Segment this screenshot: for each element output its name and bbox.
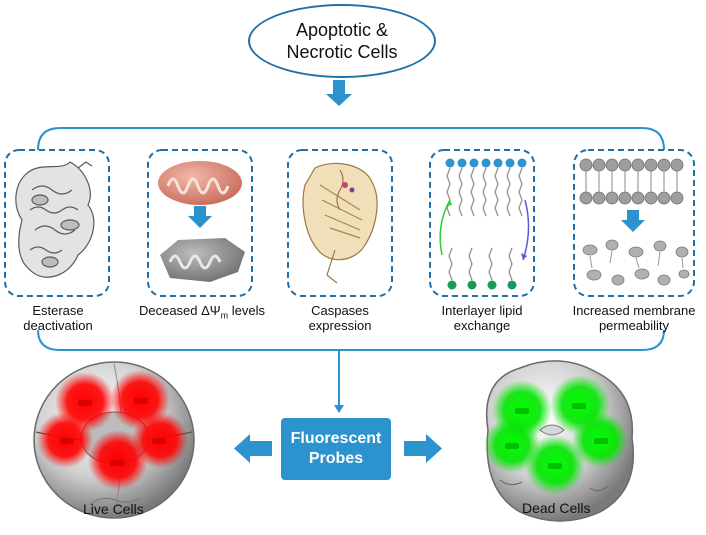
dead-cells-label: Dead Cells <box>522 500 591 516</box>
live-cell-graphic <box>33 361 195 519</box>
top-connector-line <box>37 127 665 151</box>
mechanism-label-membrane: Increased membrane permeability <box>572 303 696 333</box>
panel-esterase <box>4 149 110 297</box>
live-cells-label: Live Cells <box>83 501 144 517</box>
membrane-disruption-icon <box>579 158 690 286</box>
panel-mitochondria <box>147 149 253 297</box>
probe-line-1: Fluorescent <box>290 430 382 447</box>
mechanism-label-esterase: Esterase deactivation <box>23 303 93 333</box>
down-arrow-icon <box>326 80 352 106</box>
left-arrow-icon <box>234 434 272 463</box>
lipid-bilayer-icon <box>439 158 530 290</box>
panel-caspases <box>287 149 393 297</box>
mechanism-label-caspases: Caspases expression <box>308 303 372 333</box>
panel-membrane <box>573 149 695 297</box>
mechanism-label-mitochondria: Deceased ΔΨm levels <box>138 303 266 321</box>
right-arrow-icon <box>404 434 442 463</box>
caspase-protein-icon <box>302 162 378 284</box>
title-line-2: Necrotic Cells <box>286 42 398 62</box>
to-probe-arrow-icon <box>334 405 344 413</box>
esterase-protein-icon <box>15 161 95 278</box>
title-oval: Apoptotic & Necrotic Cells <box>248 4 436 78</box>
mitochondria-icon <box>158 161 245 282</box>
mechanism-label-lipid: Interlayer lipid exchange <box>441 303 523 333</box>
bottom-connector-line <box>37 329 665 351</box>
panel-lipid <box>429 149 535 297</box>
fluorescent-probes-box: Fluorescent Probes <box>281 418 391 480</box>
title-line-1: Apoptotic & <box>295 20 389 40</box>
dead-cell-graphic <box>484 360 635 522</box>
probe-line-2: Probes <box>308 450 364 467</box>
